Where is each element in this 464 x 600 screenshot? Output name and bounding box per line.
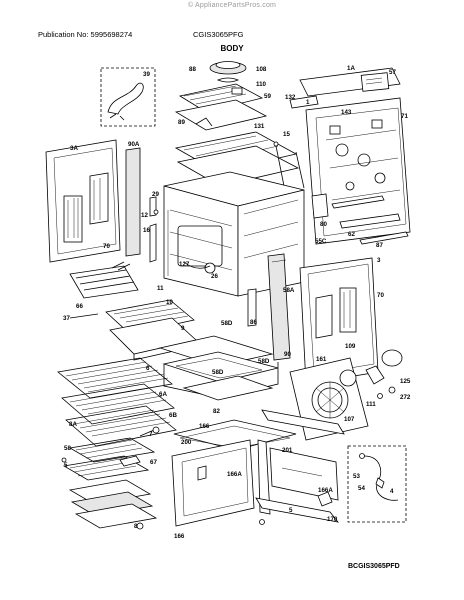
callout-3: 3 xyxy=(377,257,381,264)
callout-80: 80 xyxy=(320,221,327,228)
broiler-pan xyxy=(105,299,197,361)
callout-5-bottom: 5 xyxy=(289,507,293,514)
section-title: BODY xyxy=(220,44,244,53)
callout-6A: 6A xyxy=(159,391,167,398)
callout-111: 111 xyxy=(366,401,376,408)
callout-8A: 8A xyxy=(69,421,77,428)
publication-number: Publication No: 5995698274 xyxy=(38,30,133,39)
callout-166A-left: 166A xyxy=(227,471,242,478)
callout-131: 131 xyxy=(254,123,265,130)
callout-29: 29 xyxy=(152,191,159,198)
vent-assembly xyxy=(174,61,268,131)
callout-9: 9 xyxy=(181,325,185,332)
callout-58D-top: 58D xyxy=(221,320,233,327)
callout-90A: 90A xyxy=(128,141,140,148)
callout-7: 7 xyxy=(149,431,153,438)
callout-11: 11 xyxy=(157,285,164,292)
callout-70-left: 70 xyxy=(103,243,110,250)
model-number: CGIS3065PFG xyxy=(193,30,244,39)
callout-1A: 1A xyxy=(347,65,355,72)
callout-89: 89 xyxy=(178,119,185,126)
callout-15: 15 xyxy=(283,131,290,138)
drawing-code: BCGIS3065PFD xyxy=(348,563,400,570)
callout-66: 66 xyxy=(76,303,83,310)
oven-racks xyxy=(57,357,177,447)
callout-70-right: 70 xyxy=(377,292,384,299)
rod-37 xyxy=(69,313,99,319)
callout-5: 5 xyxy=(64,462,68,469)
callout-87: 87 xyxy=(376,242,383,249)
callout-110: 110 xyxy=(256,81,267,88)
callout-166A-right: 166A xyxy=(318,487,333,494)
callout-132: 132 xyxy=(285,94,296,101)
callout-3A: 3A xyxy=(70,145,78,152)
callout-58D-mid: 58D xyxy=(212,369,224,376)
callout-170: 170 xyxy=(327,516,338,523)
callout-71: 71 xyxy=(401,113,408,120)
callout-6B: 6B xyxy=(169,412,177,419)
cavity-trim xyxy=(149,196,159,263)
callout-125: 125 xyxy=(400,378,411,385)
callout-59: 59 xyxy=(264,93,271,100)
left-side-panel xyxy=(45,139,141,263)
drawer-frame xyxy=(158,335,279,401)
callout-143: 143 xyxy=(341,109,352,116)
callout-55C: 55C xyxy=(315,238,327,245)
callout-10: 10 xyxy=(166,299,173,306)
callout-12: 12 xyxy=(141,212,148,219)
callout-62: 62 xyxy=(348,231,355,238)
callout-200: 200 xyxy=(181,439,192,446)
callout-272: 272 xyxy=(400,394,411,401)
watermark: © AppliancePartsPros.com xyxy=(187,2,277,9)
callout-166-top: 166 xyxy=(199,423,210,430)
callout-58: 58 xyxy=(64,445,71,452)
callout-88: 88 xyxy=(189,66,196,73)
callout-53: 53 xyxy=(353,473,360,480)
callout-8: 8 xyxy=(134,523,138,530)
callout-127: 127 xyxy=(179,261,190,268)
callout-4: 4 xyxy=(390,488,394,495)
broil-element-inset xyxy=(100,67,156,127)
callout-161: 161 xyxy=(316,356,327,363)
callout-37: 37 xyxy=(63,315,70,322)
callout-58A: 58A xyxy=(283,287,295,294)
callout-57: 57 xyxy=(389,69,396,76)
callout-107: 107 xyxy=(344,416,355,423)
sensor-inset xyxy=(317,445,407,523)
misc-brackets xyxy=(273,141,409,245)
oven-top-panel xyxy=(174,131,300,187)
callout-67: 67 xyxy=(150,459,157,466)
callout-166-bottom: 166 xyxy=(174,533,185,540)
callout-6: 6 xyxy=(146,365,150,372)
bake-element xyxy=(69,261,139,299)
callout-39: 39 xyxy=(143,71,150,78)
callout-90: 90 xyxy=(284,351,291,358)
callout-108: 108 xyxy=(256,66,267,73)
callout-86: 86 xyxy=(250,319,257,326)
oven-cavity xyxy=(163,171,305,297)
right-insulation xyxy=(247,253,291,361)
callout-26: 26 xyxy=(211,273,218,280)
callout-54: 54 xyxy=(358,485,365,492)
right-side-panel xyxy=(299,257,379,385)
callout-16: 16 xyxy=(143,227,150,234)
drawer-body xyxy=(171,409,345,527)
callout-109: 109 xyxy=(345,343,356,350)
callout-201: 201 xyxy=(282,447,293,454)
callout-1: 1 xyxy=(306,99,310,106)
callout-58D-right: 58D xyxy=(258,358,270,365)
lower-element-assembly xyxy=(61,437,158,530)
callout-82: 82 xyxy=(213,408,220,415)
